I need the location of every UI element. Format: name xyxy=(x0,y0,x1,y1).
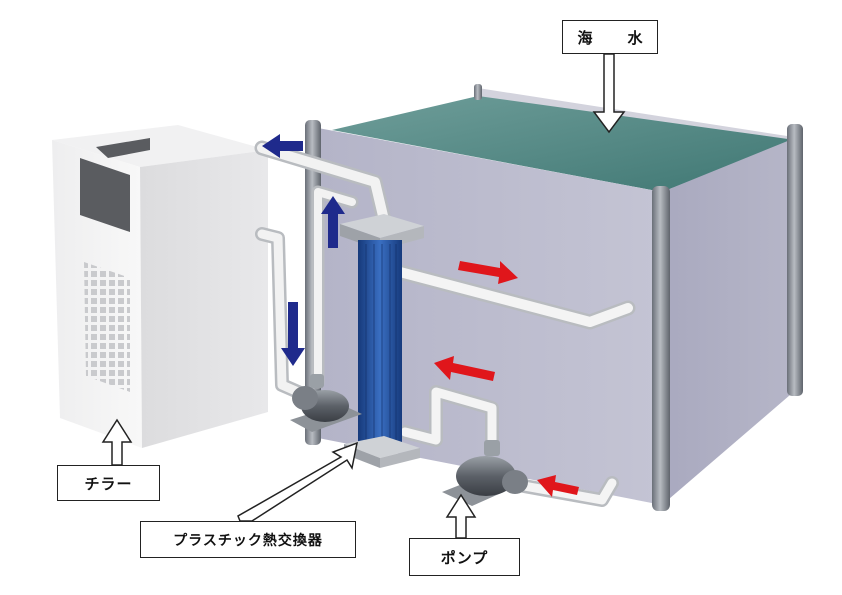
flow-arrow-cold-left xyxy=(262,134,303,158)
hx-bottom-flange xyxy=(344,436,420,458)
flow-arrow-warm-left xyxy=(434,356,495,381)
flow-arrows xyxy=(262,134,579,497)
chiller-unit xyxy=(52,125,268,448)
hx-top-flange xyxy=(340,214,424,238)
pipe-highlight xyxy=(257,143,389,225)
pump-head xyxy=(502,470,528,494)
flow-arrow-cold-down xyxy=(281,302,305,366)
plastic-heat-exchanger xyxy=(340,214,424,468)
chiller-top-panel xyxy=(96,138,150,158)
pump-label: ポンプ xyxy=(409,538,520,576)
flow-arrow-cold-up xyxy=(321,196,345,248)
flow-arrow-warm-right xyxy=(458,261,518,284)
chiller-side xyxy=(140,150,268,448)
pump-port xyxy=(484,440,500,456)
callout-pointers xyxy=(101,53,626,539)
chiller-label: チラー xyxy=(57,465,160,501)
seawater-surface xyxy=(332,96,795,192)
tank-side-wall xyxy=(662,138,795,505)
pump-port xyxy=(310,374,324,388)
hx-body xyxy=(358,240,402,442)
pipe-highlight xyxy=(400,387,497,450)
chiller-display-panel xyxy=(80,158,130,232)
pump-motor xyxy=(456,456,516,496)
pointer-heat-exchanger xyxy=(237,441,359,522)
tank-pole xyxy=(652,186,670,511)
hx-bottom-flange-side xyxy=(380,448,420,468)
pipe-highlight xyxy=(314,188,356,386)
pointer-pump xyxy=(445,493,477,539)
pipe-highlight xyxy=(257,229,310,400)
flow-arrow-warm-left xyxy=(537,475,579,497)
chiller-vent-grille xyxy=(84,262,130,392)
pump-head xyxy=(292,386,318,410)
heat-exchanger-label: プラスチック熱交換器 xyxy=(140,521,356,558)
tank-pole xyxy=(787,124,803,396)
circulation-pump-left xyxy=(290,374,362,432)
hx-ribs xyxy=(365,244,397,440)
tank-pole xyxy=(474,84,482,100)
chiller-top xyxy=(52,125,268,167)
pointer-chiller xyxy=(101,418,133,466)
pipe-highlight xyxy=(395,267,633,327)
pointer-seawater xyxy=(592,53,626,134)
seawater-label: 海 水 xyxy=(562,20,658,54)
